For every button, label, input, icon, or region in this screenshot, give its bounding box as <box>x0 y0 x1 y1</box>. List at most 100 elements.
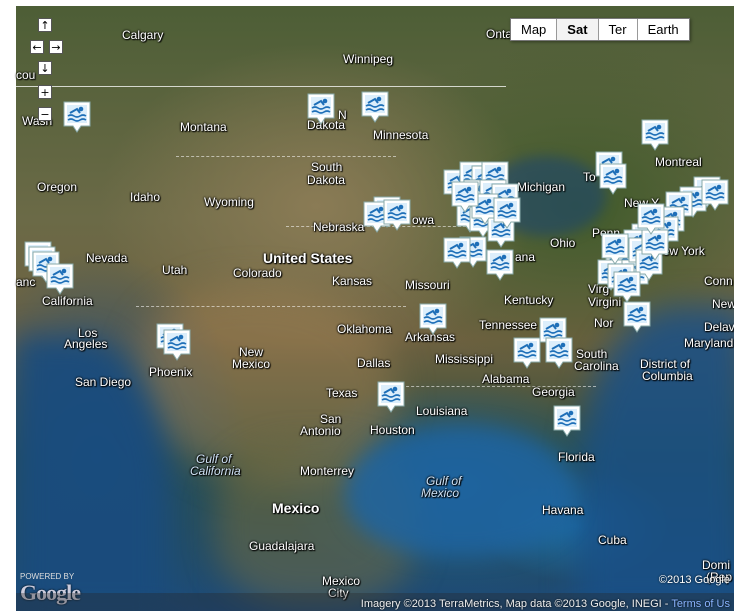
place-label: Dakota <box>307 118 346 132</box>
pan-right-icon[interactable]: → <box>49 40 63 54</box>
swimming-pool-icon[interactable] <box>162 328 192 362</box>
place-label: South <box>311 160 343 174</box>
place-label: Los <box>78 326 98 340</box>
map-type-earth-button[interactable]: Earth <box>637 19 689 40</box>
country-label: Mexico <box>272 500 320 516</box>
place-label: Monterrey <box>300 464 355 478</box>
water-label: Mexico <box>421 486 460 500</box>
swimming-pool-icon[interactable] <box>418 302 448 336</box>
swimming-pool-icon[interactable] <box>485 248 515 282</box>
place-label: Dakota <box>307 173 346 187</box>
place-label: N <box>338 108 347 122</box>
swimming-pool-icon[interactable] <box>640 228 670 262</box>
swimming-pool-icon[interactable] <box>700 178 730 212</box>
zoom-out-icon[interactable]: − <box>38 107 52 121</box>
water-label: Gulf of <box>196 452 232 466</box>
swimming-pool-icon[interactable] <box>600 232 630 266</box>
swimming-pool-icon[interactable] <box>470 192 500 226</box>
pan-left-icon[interactable]: ← <box>30 40 44 54</box>
place-label: ana <box>515 250 536 264</box>
imagery-attribution-text: Imagery ©2013 TerraMetrics, Map data ©20… <box>360 598 672 610</box>
place-label: South <box>576 347 608 361</box>
place-label: Georgia <box>532 385 575 399</box>
swimming-pool-icon[interactable] <box>45 262 75 296</box>
terms-of-use-link[interactable]: Terms of Us <box>671 598 730 610</box>
attribution-bar: Imagery ©2013 TerraMetrics, Map data ©20… <box>16 593 734 611</box>
swimming-pool-icon[interactable] <box>442 236 472 270</box>
copyright-label: ©2013 Google <box>658 574 730 586</box>
google-logo[interactable]: Google <box>20 580 81 605</box>
place-label: New <box>712 297 734 311</box>
swimming-pool-icon[interactable] <box>376 380 406 414</box>
place-label: Montreal <box>655 155 702 169</box>
place-label: Utah <box>162 263 188 277</box>
swimming-pool-icon[interactable] <box>360 90 390 124</box>
water-label: California <box>190 464 241 478</box>
pan-down-icon[interactable]: ↓ <box>38 61 52 75</box>
place-label: Kentucky <box>504 293 554 307</box>
place-label: Louisiana <box>416 404 468 418</box>
swimming-pool-icon[interactable] <box>552 404 582 438</box>
map-type-terrain-button[interactable]: Ter <box>598 19 638 40</box>
canada-us-border <box>16 86 506 87</box>
place-label: New <box>239 345 264 359</box>
imagery-attribution: Imagery ©2013 TerraMetrics, Map data ©20… <box>361 598 730 610</box>
swimming-pool-icon[interactable] <box>544 336 574 370</box>
swimming-pool-icon[interactable] <box>622 300 652 334</box>
place-label: anc <box>16 275 36 289</box>
place-label: Michigan <box>517 180 566 194</box>
place-label: Nor <box>594 316 614 330</box>
map-type-satellite-button[interactable]: Sat <box>557 19 599 40</box>
country-label: United States <box>263 250 353 266</box>
place-label: Virg <box>588 282 610 296</box>
place-label: Montana <box>180 120 227 134</box>
place-label: (Rep <box>706 570 733 584</box>
place-label: Arkansas <box>405 330 456 344</box>
place-label: Carolina <box>574 359 619 373</box>
swimming-pool-icon[interactable] <box>492 196 522 230</box>
swimming-pool-icon[interactable] <box>62 100 92 134</box>
place-label: Houston <box>370 423 415 437</box>
swimming-pool-icon[interactable] <box>450 180 480 214</box>
state-border <box>396 386 596 387</box>
gulf-of-mexico-water <box>346 426 576 556</box>
swimming-pool-icon[interactable] <box>640 118 670 152</box>
place-label: Delav <box>704 320 734 334</box>
place-label: Onta <box>486 27 513 41</box>
place-label: Mexico <box>322 574 361 588</box>
place-label: Oklahoma <box>337 322 392 336</box>
place-label: cou <box>16 68 36 82</box>
place-label: Kansas <box>332 274 373 288</box>
place-label: Tennessee <box>479 318 538 332</box>
powered-by-label: POWERED BY <box>20 572 75 581</box>
pan-up-icon[interactable]: ↑ <box>38 18 52 32</box>
place-label: Ohio <box>550 236 576 250</box>
zoom-in-icon[interactable]: + <box>38 85 52 99</box>
place-label: Idaho <box>130 190 161 204</box>
place-label: Calgary <box>122 28 164 42</box>
place-label: Oregon <box>37 180 78 194</box>
swimming-pool-icon[interactable] <box>598 162 628 196</box>
place-label: Alabama <box>482 372 530 386</box>
place-label: Angeles <box>64 337 108 351</box>
place-label: Winnipeg <box>343 52 394 66</box>
swimming-pool-icon[interactable] <box>612 270 642 304</box>
place-label: Nevada <box>86 251 128 265</box>
place-label: Texas <box>326 386 358 400</box>
place-label: owa <box>412 213 435 227</box>
water-label: Gulf of <box>426 474 462 488</box>
map-type-control: Map Sat Ter Earth <box>510 18 690 41</box>
place-label: Cuba <box>598 533 627 547</box>
map-type-map-button[interactable]: Map <box>511 19 558 40</box>
place-label: Antonio <box>300 424 341 438</box>
swimming-pool-icon[interactable] <box>636 202 666 236</box>
place-label: Nebraska <box>313 220 365 234</box>
swimming-pool-icon[interactable] <box>382 198 412 232</box>
swimming-pool-icon[interactable] <box>306 92 336 126</box>
place-label: City <box>328 586 349 600</box>
place-label: Dallas <box>357 356 391 370</box>
swimming-pool-icon[interactable] <box>512 336 542 370</box>
place-label: Mississippi <box>435 352 494 366</box>
place-label: Phoenix <box>149 365 193 379</box>
place-label: Wyoming <box>204 195 254 209</box>
